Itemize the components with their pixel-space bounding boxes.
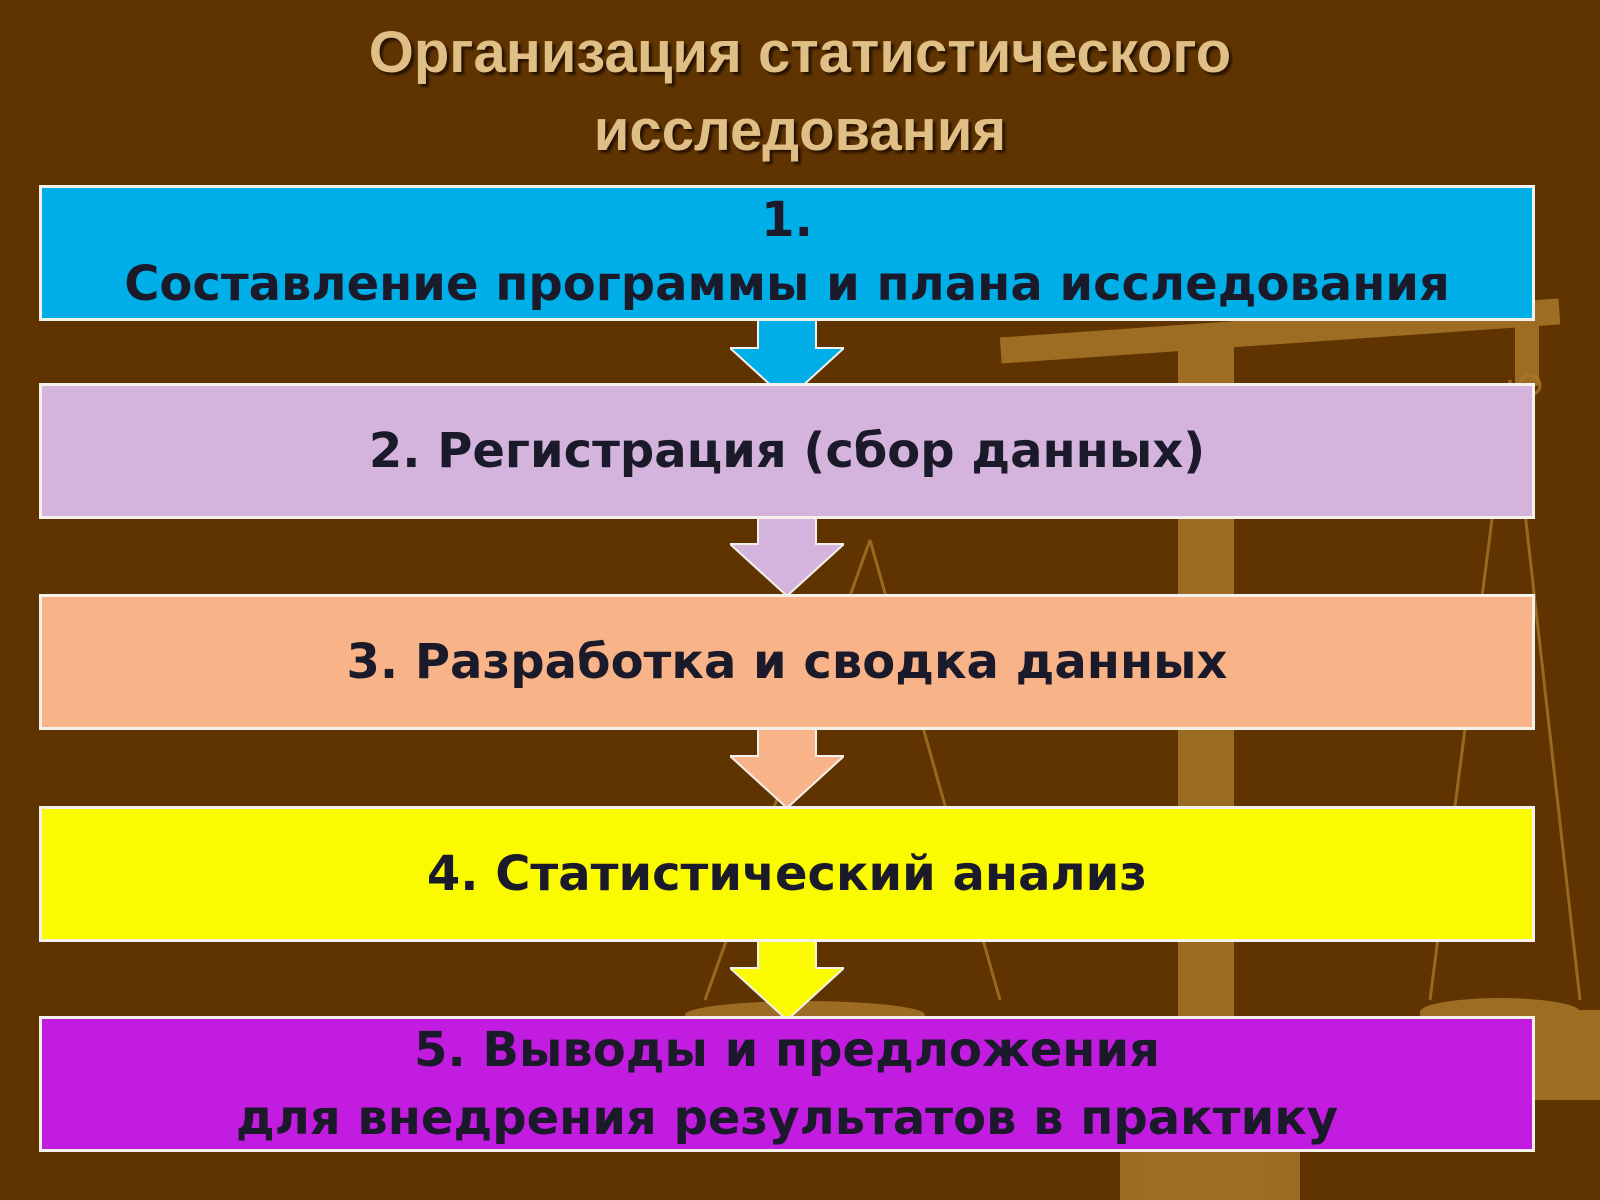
step-2-label: 2. Регистрация (сбор данных)	[368, 423, 1206, 479]
step-5-box: 5. Выводы и предложения для внедрения ре…	[39, 1016, 1535, 1152]
step-4-box: 4. Статистический анализ	[39, 806, 1535, 942]
slide-title: Организация статистического исследования	[0, 14, 1600, 170]
down-arrow-3	[730, 728, 844, 808]
step-1-label: Составление программы и плана исследован…	[124, 256, 1450, 312]
step-1-box: 1. Составление программы и плана исследо…	[39, 185, 1535, 321]
step-2-box: 2. Регистрация (сбор данных)	[39, 383, 1535, 519]
step-5-label-line-2: для внедрения результатов в практику	[235, 1090, 1339, 1146]
slide-title-line-2: исследования	[593, 98, 1007, 163]
step-4-label: 4. Статистический анализ	[426, 846, 1148, 902]
step-5-label-line-1: 5. Выводы и предложения	[414, 1022, 1160, 1078]
down-arrow-4	[730, 940, 844, 1020]
step-3-label: 3. Разработка и сводка данных	[346, 634, 1228, 690]
step-1-number: 1.	[761, 192, 813, 248]
down-arrow-1	[730, 320, 844, 400]
step-3-box: 3. Разработка и сводка данных	[39, 594, 1535, 730]
slide-title-line-1: Организация статистического	[368, 20, 1232, 85]
down-arrow-2	[730, 516, 844, 596]
